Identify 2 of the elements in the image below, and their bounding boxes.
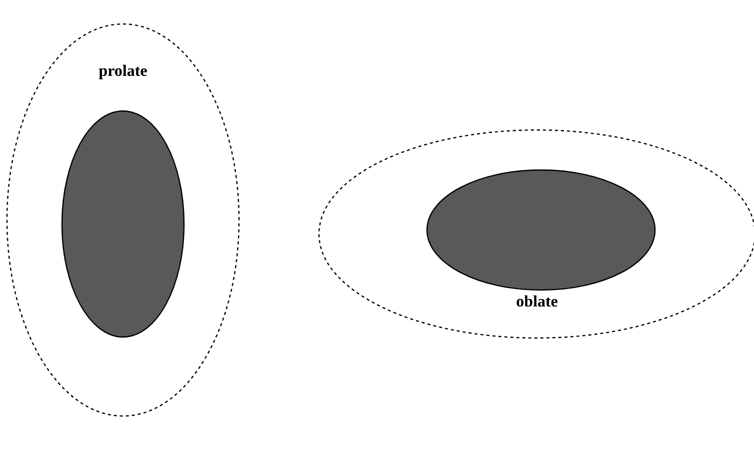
filled-ellipse [426,169,656,291]
filled-ellipse [61,110,185,338]
